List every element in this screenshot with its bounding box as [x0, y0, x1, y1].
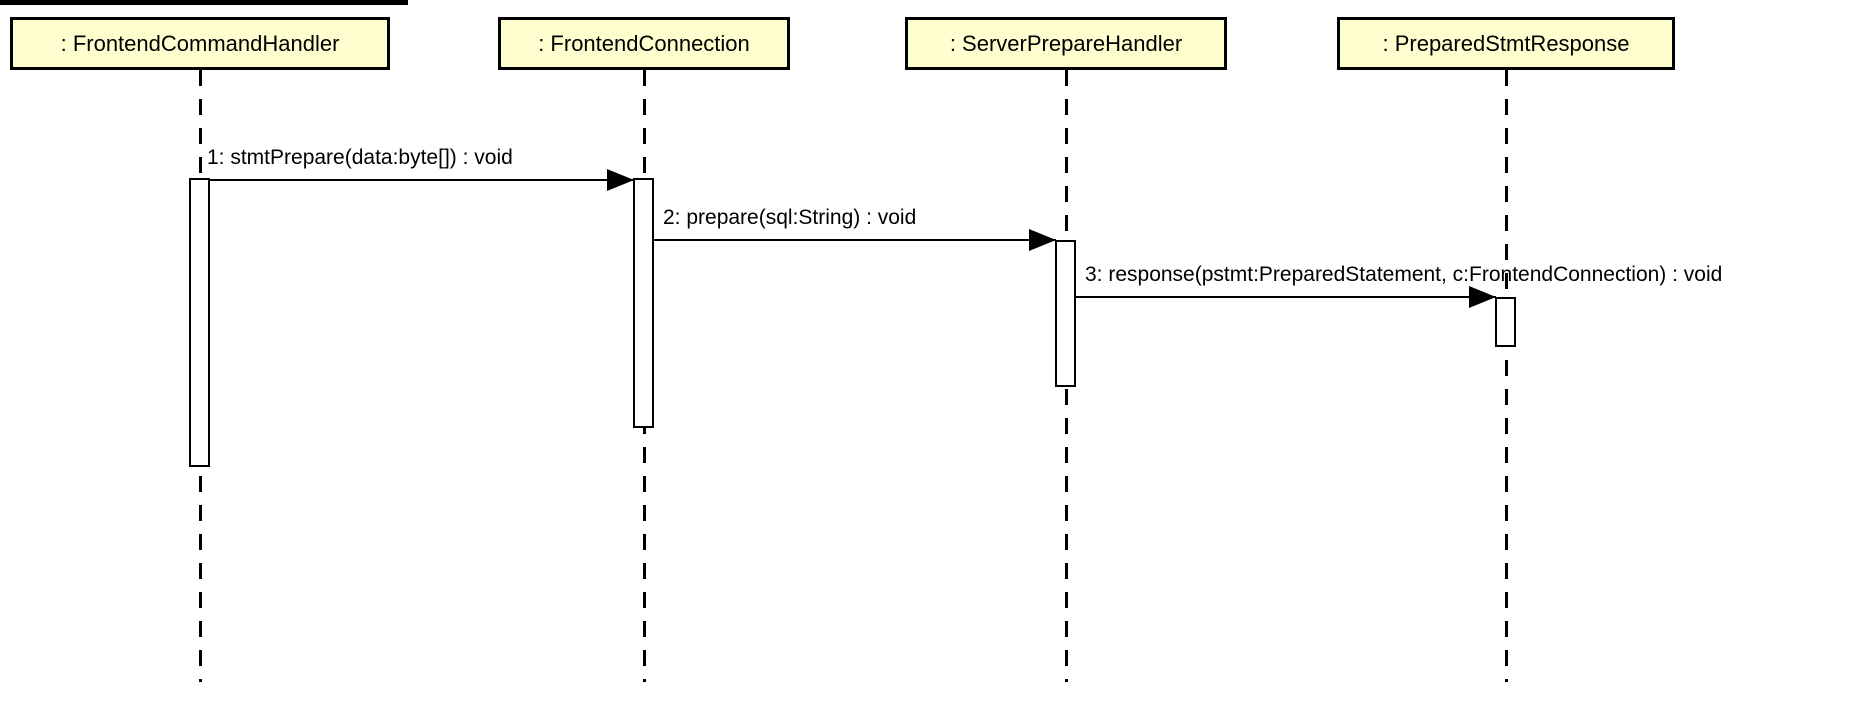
activation-server-prepare-handler — [1055, 240, 1076, 387]
activation-frontend-command-handler — [189, 178, 210, 467]
participant-frontend-connection: : FrontendConnection — [498, 17, 790, 70]
message-1-arrowhead-icon — [607, 169, 634, 191]
message-3-arrowhead-icon — [1469, 286, 1496, 308]
message-2-line — [654, 239, 1056, 241]
top-border-artifact — [0, 0, 408, 5]
message-3-label: 3: response(pstmt:PreparedStatement, c:F… — [1085, 263, 1723, 286]
participant-server-prepare-handler: : ServerPrepareHandler — [905, 17, 1227, 70]
activation-prepared-stmt-response — [1495, 297, 1516, 347]
message-2-label: 2: prepare(sql:String) : void — [663, 206, 917, 229]
participant-frontend-command-handler: : FrontendCommandHandler — [10, 17, 390, 70]
lifeline-prepared-stmt-response — [1504, 70, 1508, 682]
message-1-label: 1: stmtPrepare(data:byte[]) : void — [207, 146, 513, 169]
participant-prepared-stmt-response: : PreparedStmtResponse — [1337, 17, 1675, 70]
message-1-line — [210, 179, 634, 181]
message-3-line — [1076, 296, 1496, 298]
message-2-arrowhead-icon — [1029, 229, 1056, 251]
activation-frontend-connection — [633, 178, 654, 428]
